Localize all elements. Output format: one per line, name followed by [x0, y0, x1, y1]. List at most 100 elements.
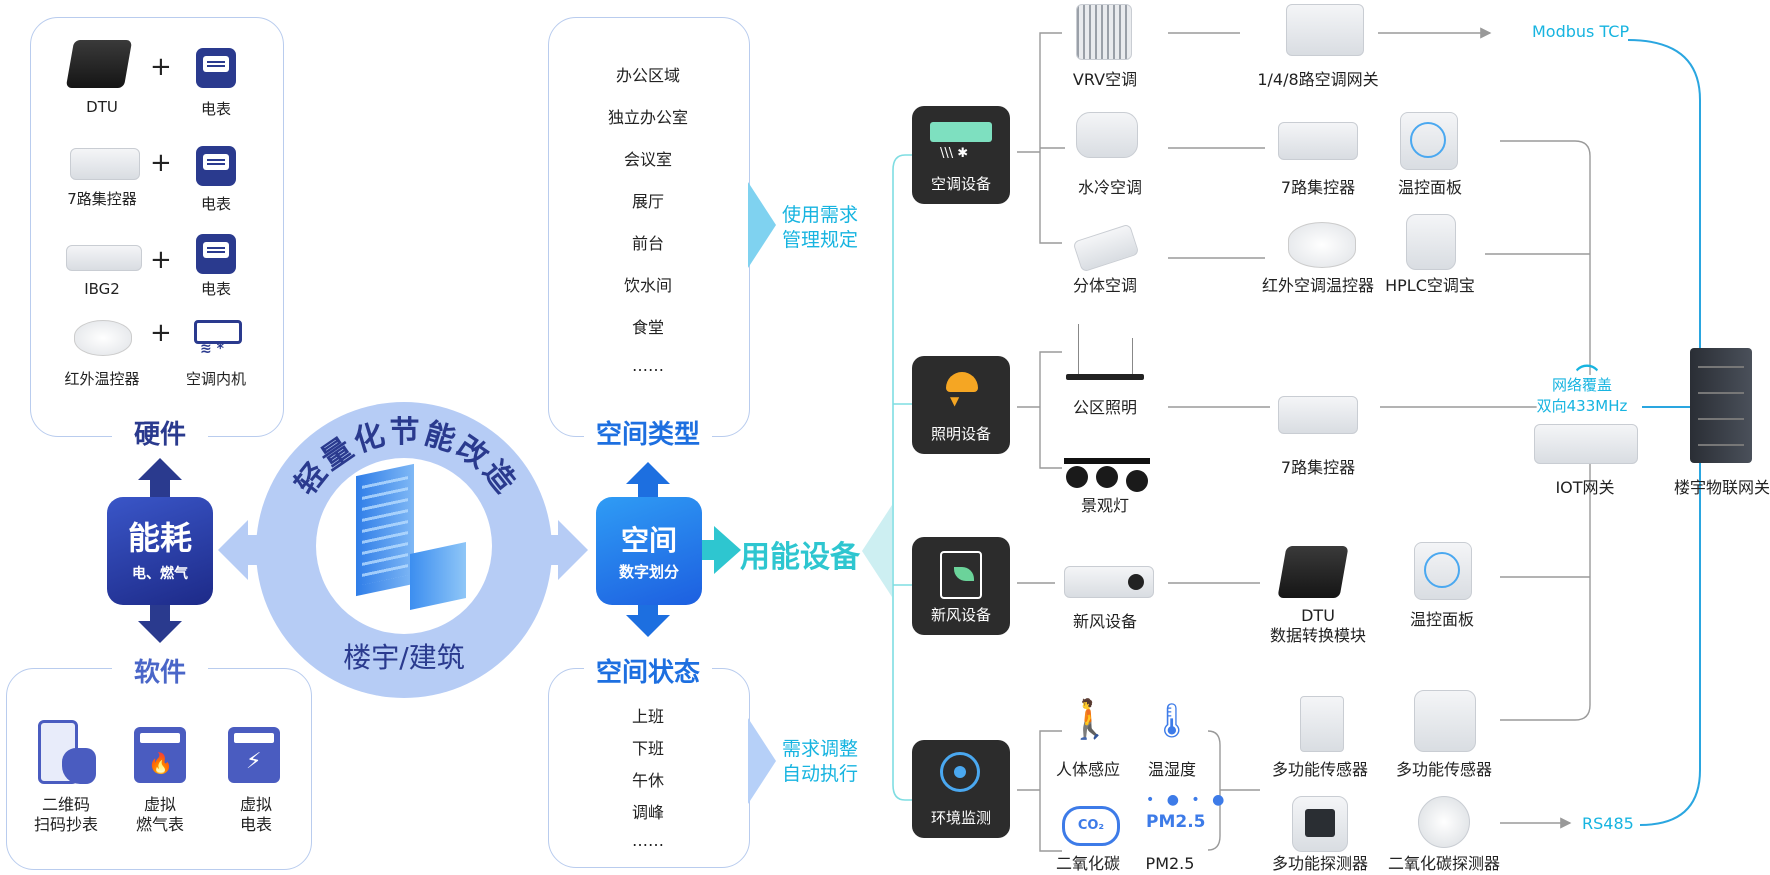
- light-collector-label: 7路集控器: [1280, 458, 1356, 477]
- dtu-image: [65, 40, 133, 88]
- sw-gas-line1: 虚拟: [143, 795, 177, 814]
- space-state-item: 上班: [631, 707, 665, 726]
- temp-humidity-label: 温湿度: [1147, 760, 1197, 779]
- modbus-label: Modbus TCP: [1532, 22, 1630, 41]
- space-states-panel: [548, 668, 750, 868]
- space-states-title-bg: [584, 650, 712, 688]
- leaf-icon: [940, 551, 982, 599]
- hw-dtu-label: DTU: [86, 98, 118, 116]
- meter-icon: [196, 48, 236, 88]
- space-types-title: 空间类型: [595, 420, 701, 450]
- space-type-item: 办公区域: [615, 66, 681, 85]
- energy-arrows: [138, 458, 182, 643]
- center-label: 楼宇/建筑: [343, 641, 465, 674]
- pm25-dots-icon: • ● • ●: [1146, 792, 1229, 808]
- building-windows: [362, 475, 408, 585]
- software-title-bg: [112, 650, 208, 688]
- water-ac-label: 水冷空调: [1077, 178, 1143, 197]
- sw-qr-line1: 二维码: [41, 795, 91, 814]
- pm25-icon: PM2.5: [1146, 812, 1206, 832]
- hw-meter-label-2: 电表: [200, 195, 232, 213]
- category-light: ▼ 照明设备: [912, 356, 1010, 454]
- sensor-2-image: [1414, 690, 1476, 752]
- building-gateway-label: 楼宇物联网关: [1673, 478, 1770, 497]
- co2-detector-label: 二氧化碳探测器: [1387, 854, 1501, 873]
- energy-devices-title: 用能设备: [740, 540, 860, 575]
- ir-ac-thermostat-label: 红外空调温控器: [1261, 276, 1375, 295]
- landscape-light-label: 景观灯: [1080, 496, 1130, 515]
- iot-gateway-label: IOT网关: [1555, 478, 1615, 497]
- software-title: 软件: [133, 658, 187, 688]
- hplc-label: HPLC空调宝: [1385, 276, 1475, 295]
- ac-unit-icon: [930, 122, 992, 142]
- space-types-note: 使用需求 管理规定: [782, 203, 858, 253]
- center-arrows: [218, 520, 588, 580]
- co2-detector-image: [1418, 796, 1470, 848]
- space-type-item: 独立办公室: [607, 108, 689, 127]
- sw-elec-line2: 电表: [239, 815, 273, 834]
- category-light-label: 照明设备: [930, 425, 991, 443]
- ac-gateway-label: 1/4/8路空调网关: [1257, 70, 1379, 89]
- plus-sign: +: [150, 318, 172, 348]
- space-title: 空间: [620, 524, 677, 557]
- category-env: 环境监测: [912, 740, 1010, 838]
- meter-icon: [196, 234, 236, 274]
- hardware-title: 硬件: [133, 420, 187, 450]
- lamp-rays-icon: ▼: [950, 394, 960, 408]
- space-types-note-1: 使用需求: [782, 204, 859, 226]
- ac-collector-label: 7路集控器: [1280, 178, 1356, 197]
- space-states-note: 需求调整 自动执行: [782, 737, 858, 787]
- hplc-image: [1406, 214, 1456, 270]
- split-ac-label: 分体空调: [1072, 276, 1138, 295]
- space-state-item: 下班: [631, 739, 665, 758]
- detector-image: [1292, 796, 1348, 852]
- ac-collector-image: [1278, 122, 1358, 160]
- fresh-dtu-image: [1277, 546, 1349, 598]
- space-states-note-1: 需求调整: [782, 738, 859, 760]
- energy-devices-arrow: [862, 505, 892, 597]
- space-arrows: [626, 462, 741, 637]
- category-ac: \\\ ✱ 空调设备: [912, 106, 1010, 204]
- spot-icon: [1066, 466, 1088, 488]
- meter-icon: [196, 146, 236, 186]
- sensor-1-label: 多功能传感器: [1271, 760, 1369, 779]
- hardware-title-bg: [112, 412, 208, 452]
- space-type-item: 食堂: [631, 318, 665, 337]
- building-annex: [410, 542, 466, 610]
- target-dot-icon: [954, 766, 966, 778]
- space-type-item: 饮水间: [623, 276, 673, 295]
- wifi-icon: ︵: [1576, 350, 1599, 375]
- ac-indoor-icon: [194, 320, 242, 344]
- category-env-label: 环境监测: [930, 809, 991, 827]
- plus-sign: +: [150, 52, 172, 82]
- linear-lamp-image: [1066, 374, 1144, 380]
- space-types-pointer: [748, 182, 776, 268]
- sensor-2-label: 多功能传感器: [1395, 760, 1493, 779]
- space-state-item: 调峰: [631, 803, 665, 822]
- leaf-shape-icon: [954, 567, 974, 581]
- network-line-2: 双向433MHz: [1536, 397, 1628, 415]
- hw-collector-label: 7路集控器: [67, 190, 137, 208]
- space-types-title-bg: [584, 412, 712, 452]
- vrv-ac-image: [1076, 4, 1132, 60]
- network-note: 网络覆盖 双向433MHz: [1536, 375, 1628, 417]
- ac-wave-icon: ≋ *: [200, 341, 224, 357]
- hand-icon: [62, 748, 96, 784]
- hw-meter-label-3: 电表: [200, 280, 232, 298]
- lamp-wire: [1132, 338, 1133, 374]
- category-fresh-label: 新风设备: [930, 606, 991, 624]
- space-types-panel: [548, 17, 750, 437]
- plus-sign: +: [150, 245, 172, 275]
- sw-qr-line2: 扫码抄表: [33, 815, 99, 834]
- space-box: 空间 数字划分: [596, 497, 702, 605]
- thermostat-panel-label: 温控面板: [1397, 178, 1463, 197]
- human-sensor-icon: 🚶: [1066, 697, 1114, 741]
- space-type-item: ……: [632, 356, 664, 375]
- co2-label: 二氧化碳: [1055, 854, 1121, 873]
- water-ac-image: [1076, 112, 1138, 158]
- fresh-air-port-icon: [1128, 574, 1144, 590]
- space-states-title: 空间状态: [595, 658, 701, 688]
- ac-wind-icon: \\\ ✱: [940, 146, 969, 161]
- category-fresh: 新风设备: [912, 537, 1010, 635]
- fresh-air-label: 新风设备: [1072, 612, 1138, 631]
